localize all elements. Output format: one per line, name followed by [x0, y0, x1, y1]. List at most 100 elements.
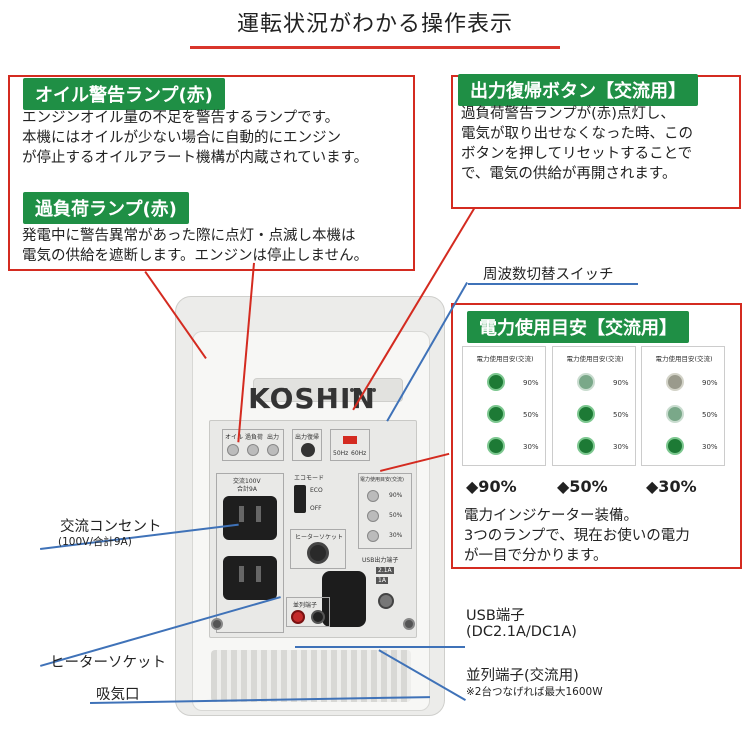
parallel-note: ※2台つなげれば最大1600W [466, 686, 603, 698]
lamp-90-label: 90% [613, 379, 629, 387]
leader-line [295, 646, 465, 648]
lamp-30-icon [487, 437, 505, 455]
parallel-terminal-black[interactable] [311, 610, 325, 624]
heater-socket[interactable] [307, 542, 329, 564]
output-label: 出力 [267, 434, 280, 441]
caption-30: ◆30% [646, 477, 697, 496]
usb-a-label: 2.1A [376, 567, 394, 574]
intake-label: 吸気口 [96, 687, 140, 703]
eco-title-label: エコモード [294, 475, 325, 482]
outlet-slot-icon [239, 506, 244, 522]
handle-rivet-icon [284, 388, 288, 392]
usb-toggle[interactable] [378, 593, 394, 609]
device-p50-label: 50% [389, 512, 403, 519]
overload-lamp-line: 発電中に警告異常があった際に点灯・点滅し本機は [22, 228, 356, 244]
indicator-panel-90: 電力使用目安(交流) 90% 50% 30% [462, 346, 546, 466]
ac-outlet[interactable] [223, 556, 277, 600]
lamp-50-icon [666, 405, 684, 423]
power-guide-line: 電力インジケーター装備。 [464, 508, 638, 524]
indicator-panel-title: 電力使用目安(交流) [476, 355, 534, 363]
lamp-90-label: 90% [702, 379, 718, 387]
handle-rivet-icon [328, 388, 332, 392]
reset-button-heading: 出力復帰ボタン【交流用】 [458, 74, 698, 106]
freq-switch-underline [468, 283, 638, 285]
indicator-panel-title: 電力使用目安(交流) [566, 355, 624, 363]
reset-button-line: 電気が取り出せなくなった時、この [461, 126, 693, 142]
overload-lamp-heading: 過負荷ランプ(赤) [23, 192, 189, 224]
power-guide-line: が一目で分かります。 [464, 548, 608, 564]
reset-label: 出力復帰 [295, 434, 320, 441]
lamp-90-icon [487, 373, 505, 391]
reset-button-line: 過負荷警告ランプが(赤)点灯し、 [461, 106, 675, 122]
freq-switch[interactable] [343, 436, 357, 444]
indicator-panel-30: 電力使用目安(交流) 90% 50% 30% [641, 346, 725, 466]
lamp-30-label: 30% [702, 443, 718, 451]
carry-handle [253, 378, 403, 402]
reset-group: 出力復帰 [292, 429, 322, 461]
ac-outlet[interactable] [223, 496, 277, 540]
power-indicator-title: 電力使用目安(交流) [360, 477, 404, 483]
screw-icon [403, 618, 415, 630]
reset-button-text: 過負荷警告ランプが(赤)点灯し、 電気が取り出せなくなった時、この ボタンを押し… [461, 104, 693, 184]
usb-sub: (DC2.1A/DC1A) [466, 624, 577, 640]
lamp-50-label: 50% [523, 411, 539, 419]
lamp-90-icon [666, 373, 684, 391]
oil-lamp-heading: オイル警告ランプ(赤) [23, 78, 225, 110]
power-guide-line: 3つのランプで、現在お使いの電力 [464, 528, 690, 544]
ac100-label: 交流100V [233, 478, 261, 485]
overload-label: 過負荷 [245, 434, 264, 441]
eco-label: ECO [310, 487, 323, 494]
device-lamp-30-icon [367, 530, 379, 542]
parallel-terminal-red[interactable] [291, 610, 305, 624]
reset-button-line: ボタンを押してリセットすることで [461, 146, 693, 162]
reset-button-line: で、電気の供給が再開されます。 [461, 166, 677, 182]
off-label: OFF [310, 505, 322, 512]
oil-lamp-line: が停止するオイルアラート機構が内蔵されています。 [22, 150, 369, 166]
total9a-label: 合計9A [237, 486, 257, 493]
output-lamp-icon [267, 444, 279, 456]
overload-lamp-icon [247, 444, 259, 456]
parallel-terminal-frame: 並列端子 [286, 597, 330, 627]
ac-outlet-label: 交流コンセント [60, 519, 162, 535]
heater-socket-frame: ヒーターソケット [290, 529, 346, 569]
hz50-label: 50Hz [333, 450, 349, 457]
usb-b-label: 1A [376, 577, 388, 584]
lamp-30-label: 30% [613, 443, 629, 451]
oil-label: オイル [225, 434, 244, 441]
power-guide-text: 電力インジケーター装備。 3つのランプで、現在お使いの電力 が一目で分かります。 [464, 506, 690, 566]
caption-50: ◆50% [557, 477, 608, 496]
title-underline [190, 46, 560, 49]
power-guide-heading: 電力使用目安【交流用】 [467, 311, 689, 343]
oil-lamp-line: エンジンオイル量の不足を警告するランプです。 [22, 110, 340, 126]
handle-rivet-icon [350, 388, 354, 392]
control-panel: オイル 過負荷 出力 出力復帰 50Hz 60Hz 交流100V 合計9A [209, 420, 417, 638]
device-p30-label: 30% [389, 532, 403, 539]
freq-switch-group: 50Hz 60Hz [330, 429, 370, 461]
device-lamp-50-icon [367, 510, 379, 522]
lamp-50-label: 50% [702, 411, 718, 419]
reset-button[interactable] [301, 443, 315, 457]
oil-lamp-text: エンジンオイル量の不足を警告するランプです。 本機にはオイルが少ない場合に自動的… [22, 108, 368, 168]
lamp-50-icon [577, 405, 595, 423]
hz60-label: 60Hz [351, 450, 367, 457]
lamp-group: オイル 過負荷 出力 [222, 429, 284, 461]
lamp-30-icon [666, 437, 684, 455]
device-lamp-90-icon [367, 490, 379, 502]
air-intake-vent [211, 650, 411, 702]
eco-switch[interactable] [294, 485, 306, 513]
brand-logo: KOSHIN [248, 382, 376, 415]
handle-rivet-icon [306, 388, 310, 392]
handle-rivet-icon [372, 388, 376, 392]
overload-lamp-line: 電気の供給を遮断します。エンジンは停止しません。 [22, 248, 369, 264]
left-callout-box [8, 75, 415, 271]
overload-lamp-text: 発電中に警告異常があった際に点灯・点滅し本機は 電気の供給を遮断します。エンジン… [22, 226, 368, 266]
oil-lamp-icon [227, 444, 239, 456]
parallel-label-text: 並列端子(交流用) [466, 668, 579, 684]
lamp-50-label: 50% [613, 411, 629, 419]
power-guide-box [451, 303, 742, 569]
usb-title-label: USB出力端子 [362, 557, 399, 564]
caption-90: ◆90% [466, 477, 517, 496]
parallel-label: 並列端子 [293, 602, 318, 609]
ac-outlet-frame: 交流100V 合計9A [216, 473, 284, 633]
screw-icon [211, 618, 223, 630]
